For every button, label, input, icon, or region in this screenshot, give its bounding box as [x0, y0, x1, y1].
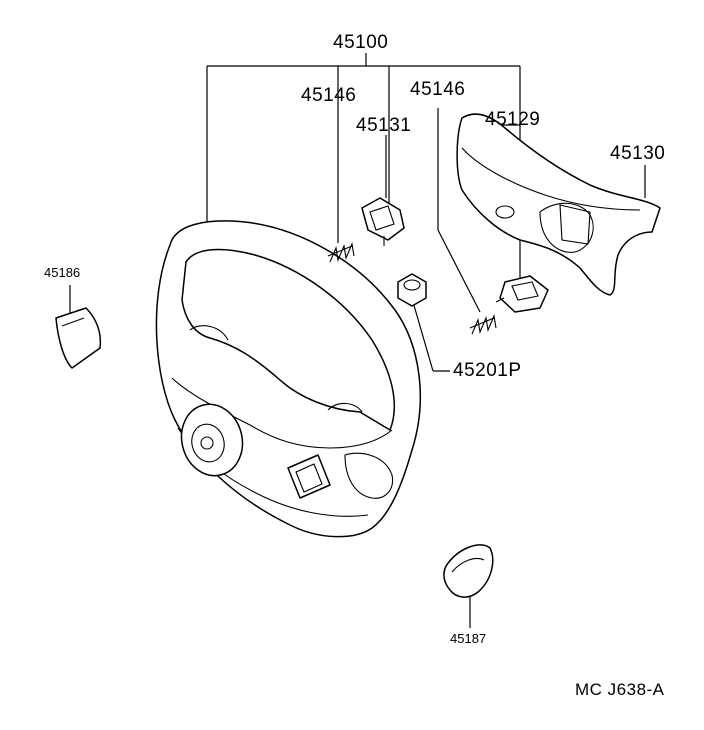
- bracket-45129: [495, 275, 549, 313]
- label-45129: 45129: [485, 109, 541, 130]
- steering-wheel: [155, 220, 421, 538]
- figure-code: MC J638-A: [575, 680, 665, 699]
- spring-left: [327, 242, 355, 263]
- nut-45201p: [397, 273, 427, 307]
- spring-right: [469, 314, 497, 335]
- label-45131: 45131: [356, 115, 412, 136]
- label-45100: 45100: [333, 32, 389, 53]
- label-45130: 45130: [610, 143, 666, 164]
- label-45187: 45187: [450, 631, 487, 646]
- label-45146-left: 45146: [301, 85, 357, 106]
- cover-45186: [55, 307, 102, 369]
- label-45201p: 45201P: [453, 360, 522, 381]
- label-45186: 45186: [44, 265, 81, 280]
- bracket-45131: [361, 197, 405, 246]
- pad-45130: [456, 113, 661, 296]
- cover-45187: [443, 544, 494, 598]
- label-45146-right: 45146: [410, 79, 466, 100]
